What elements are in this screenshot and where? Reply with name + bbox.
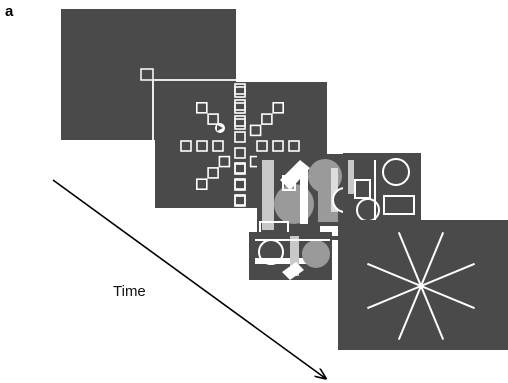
search-item-square [234,99,246,111]
search-item-square [288,140,300,152]
search-item-square [207,167,219,179]
radial-line [367,262,422,287]
search-item-square [256,140,268,152]
response-screen [338,220,508,350]
search-item-square [261,113,273,125]
panel-label: a [5,3,14,20]
radial-line [420,262,475,287]
search-item-square [234,83,246,95]
radial-line [397,285,422,340]
mask-screen-right [343,153,421,224]
radial-line [420,232,445,287]
search-item-square [234,179,246,191]
search-item-square [180,140,192,152]
search-item-square [218,155,231,168]
search-item-square [212,140,224,152]
search-item-square [196,102,208,114]
search-item-square [207,113,219,125]
search-item-square [234,195,246,207]
search-item-square [272,102,285,114]
search-item-square [272,140,284,152]
search-array-items [180,83,300,207]
search-item-square [249,124,262,137]
radial-line [397,232,422,287]
radial-line [420,285,445,340]
mask-screen-small [249,232,332,280]
search-item-square [234,147,246,159]
time-axis-label: Time [113,283,146,300]
search-item-square [234,163,246,175]
radial-line [420,285,475,310]
search-item-square [234,131,246,143]
radial-line [367,285,422,310]
radial-lines [367,232,475,340]
search-item-square [234,115,246,127]
search-item-square [196,140,208,152]
search-item-square [196,178,208,190]
fixation-square [140,68,154,81]
time-arrow [52,179,325,378]
